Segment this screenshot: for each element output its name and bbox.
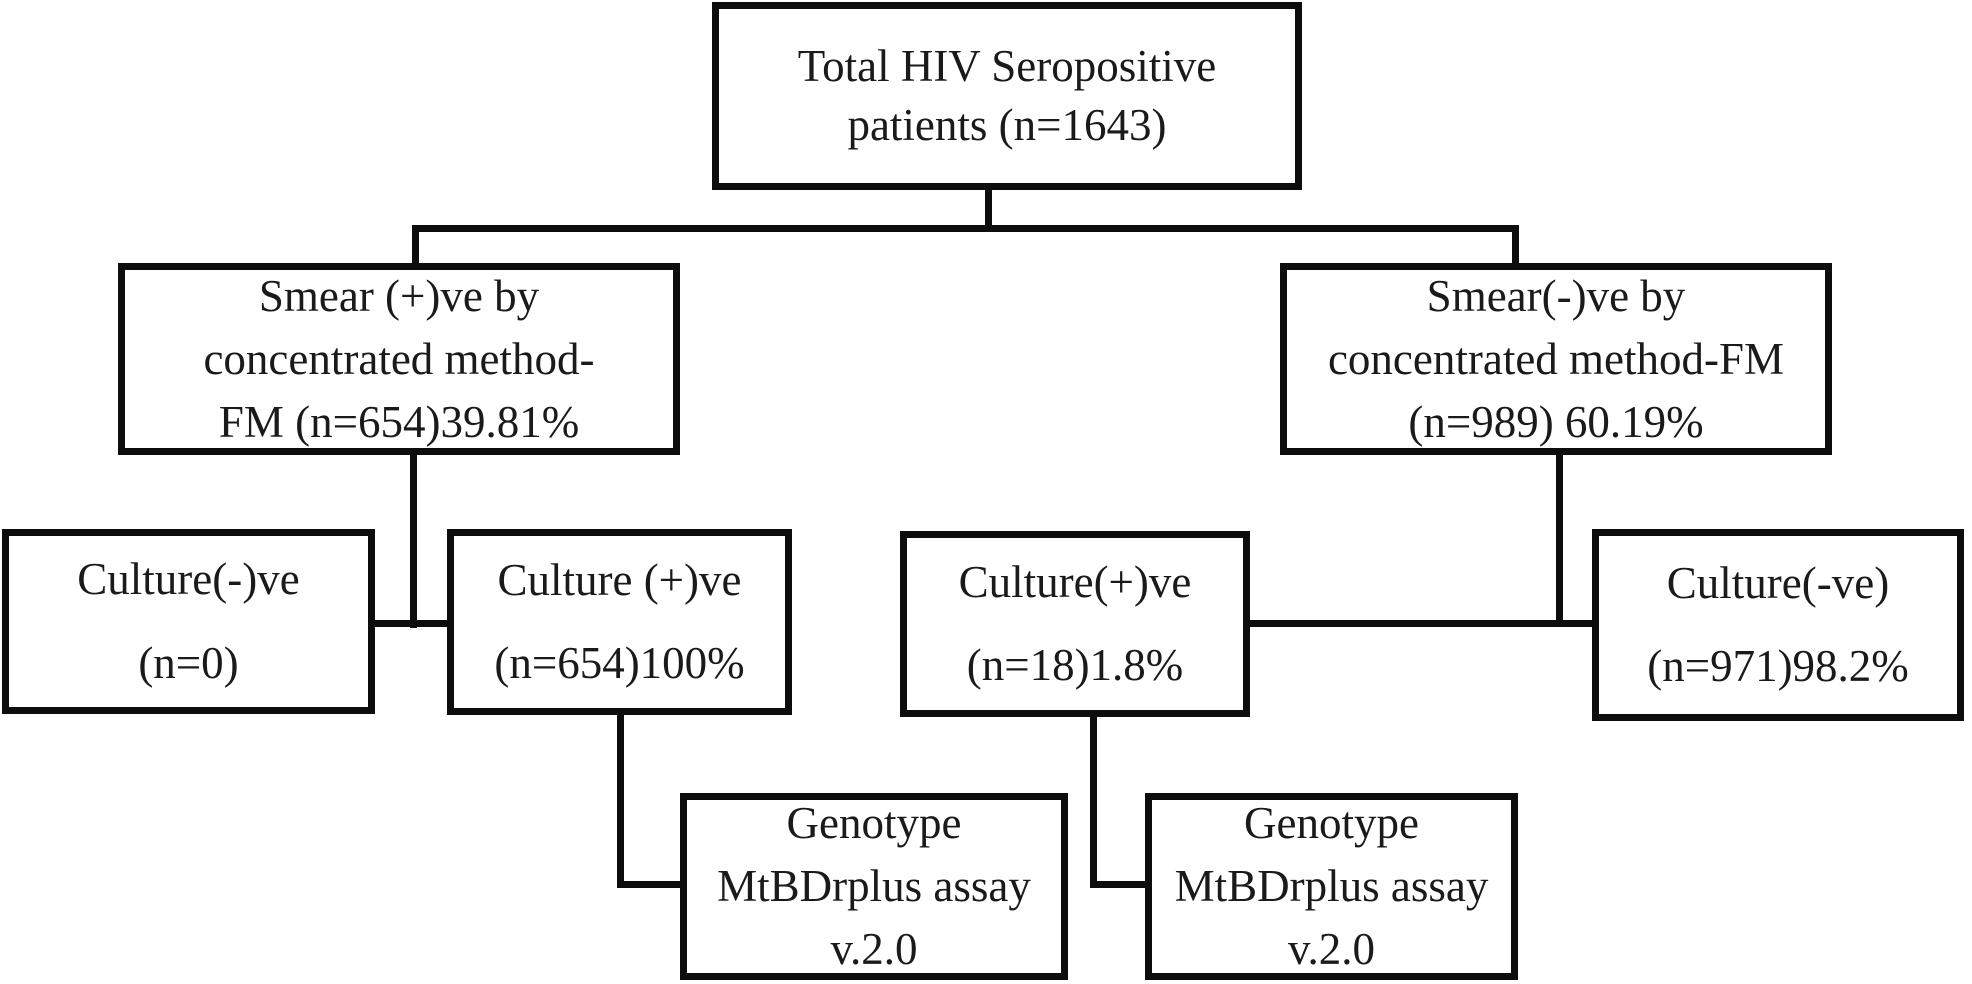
node-line: Culture(-)ve bbox=[77, 554, 300, 605]
connector-culture-left-tjoin bbox=[373, 620, 451, 627]
connector-genotype-left-elbow bbox=[617, 881, 684, 888]
node-line: (n=0) bbox=[138, 637, 239, 688]
node-line: v.2.0 bbox=[830, 924, 918, 974]
node-line: (n=971)98.2% bbox=[1647, 641, 1909, 691]
node-line: Total HIV Seropositive bbox=[797, 40, 1217, 91]
connector-branch-drop-right bbox=[1512, 225, 1519, 267]
node-smear-negative: Smear(-)ve by concentrated method-FM (n=… bbox=[1280, 263, 1832, 455]
node-line: patients (n=1643) bbox=[847, 100, 1167, 150]
connector-branch-horizontal bbox=[412, 225, 1519, 232]
connector-branch-drop-left bbox=[412, 225, 419, 267]
node-culture-positive-left: Culture (+)ve (n=654)100% bbox=[447, 529, 792, 715]
node-genotype-assay-right: Genotype MtBDrplus assay v.2.0 bbox=[1145, 793, 1518, 980]
node-line: MtBDrplus assay bbox=[717, 861, 1031, 911]
node-genotype-assay-left: Genotype MtBDrplus assay v.2.0 bbox=[680, 793, 1068, 980]
node-line: concentrated method-FM bbox=[1327, 333, 1785, 384]
node-line: Smear(-)ve by bbox=[1426, 270, 1686, 321]
connector-genotype-right-elbow bbox=[1090, 881, 1150, 888]
node-line: Genotype bbox=[1244, 798, 1419, 848]
node-line: Culture(+)ve bbox=[958, 556, 1192, 607]
connector-smear-positive-drop bbox=[410, 452, 417, 628]
node-line: (n=18)1.8% bbox=[966, 640, 1184, 690]
connector-culture654-drop bbox=[617, 712, 624, 888]
connector-culture-right-link bbox=[1247, 620, 1596, 627]
node-culture-negative-right: Culture(-ve) (n=971)98.2% bbox=[1592, 529, 1964, 721]
node-line: Genotype bbox=[786, 798, 962, 848]
node-smear-positive: Smear (+)ve by concentrated method- FM (… bbox=[118, 263, 680, 455]
node-line: (n=989) 60.19% bbox=[1408, 396, 1704, 447]
node-total-hiv-seropositive: Total HIV Seropositive patients (n=1643) bbox=[712, 2, 1302, 190]
connector-smear-negative-drop bbox=[1556, 452, 1563, 627]
connector-total-drop bbox=[985, 188, 992, 232]
node-line: (n=654)100% bbox=[494, 638, 745, 688]
node-culture-positive-right: Culture(+)ve (n=18)1.8% bbox=[900, 531, 1250, 717]
node-line: MtBDrplus assay bbox=[1174, 861, 1489, 911]
connector-culture18-drop bbox=[1090, 714, 1097, 888]
node-culture-negative-left: Culture(-)ve (n=0) bbox=[2, 529, 375, 714]
node-line: v.2.0 bbox=[1287, 924, 1376, 974]
node-line: Culture (+)ve bbox=[497, 554, 742, 605]
node-line: Culture(-ve) bbox=[1666, 557, 1890, 608]
node-line: Smear (+)ve by bbox=[258, 270, 540, 321]
node-line: FM (n=654)39.81% bbox=[218, 396, 580, 447]
node-line: concentrated method- bbox=[203, 333, 595, 384]
